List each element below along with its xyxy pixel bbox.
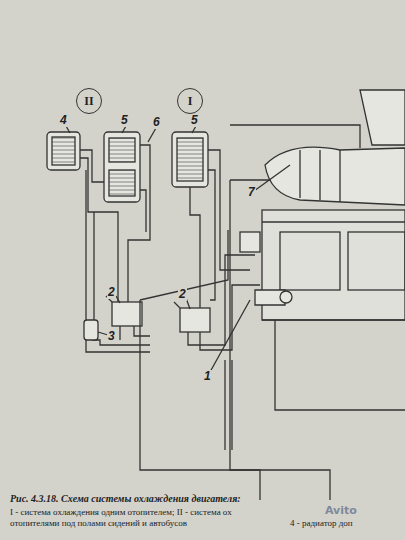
system-numeral: I	[188, 94, 193, 109]
caption-line: I - система охлаждения одним отопителем;…	[10, 507, 232, 518]
caption-line: отопителями под полами сидений и автобус…	[10, 518, 187, 529]
callout-number: 6	[152, 116, 161, 129]
callout-number: 4	[59, 114, 68, 127]
figure-caption: Рис. 4.3.18. Схема системы охлаждения дв…	[10, 493, 241, 504]
callout-number: 5	[120, 114, 129, 127]
callout-number: 7	[247, 186, 256, 199]
system-numeral: II	[84, 94, 93, 109]
system-circle: I	[177, 88, 203, 114]
system-circle: II	[76, 88, 102, 114]
watermark: Avito	[325, 504, 357, 517]
callout-number: 2	[178, 288, 187, 301]
callout-number: 3	[107, 330, 116, 343]
callout-number: 2	[107, 286, 116, 299]
caption-line: 4 - радиатор доп	[290, 518, 353, 529]
callout-number: 1	[203, 370, 212, 383]
callout-number: 5	[190, 114, 199, 127]
